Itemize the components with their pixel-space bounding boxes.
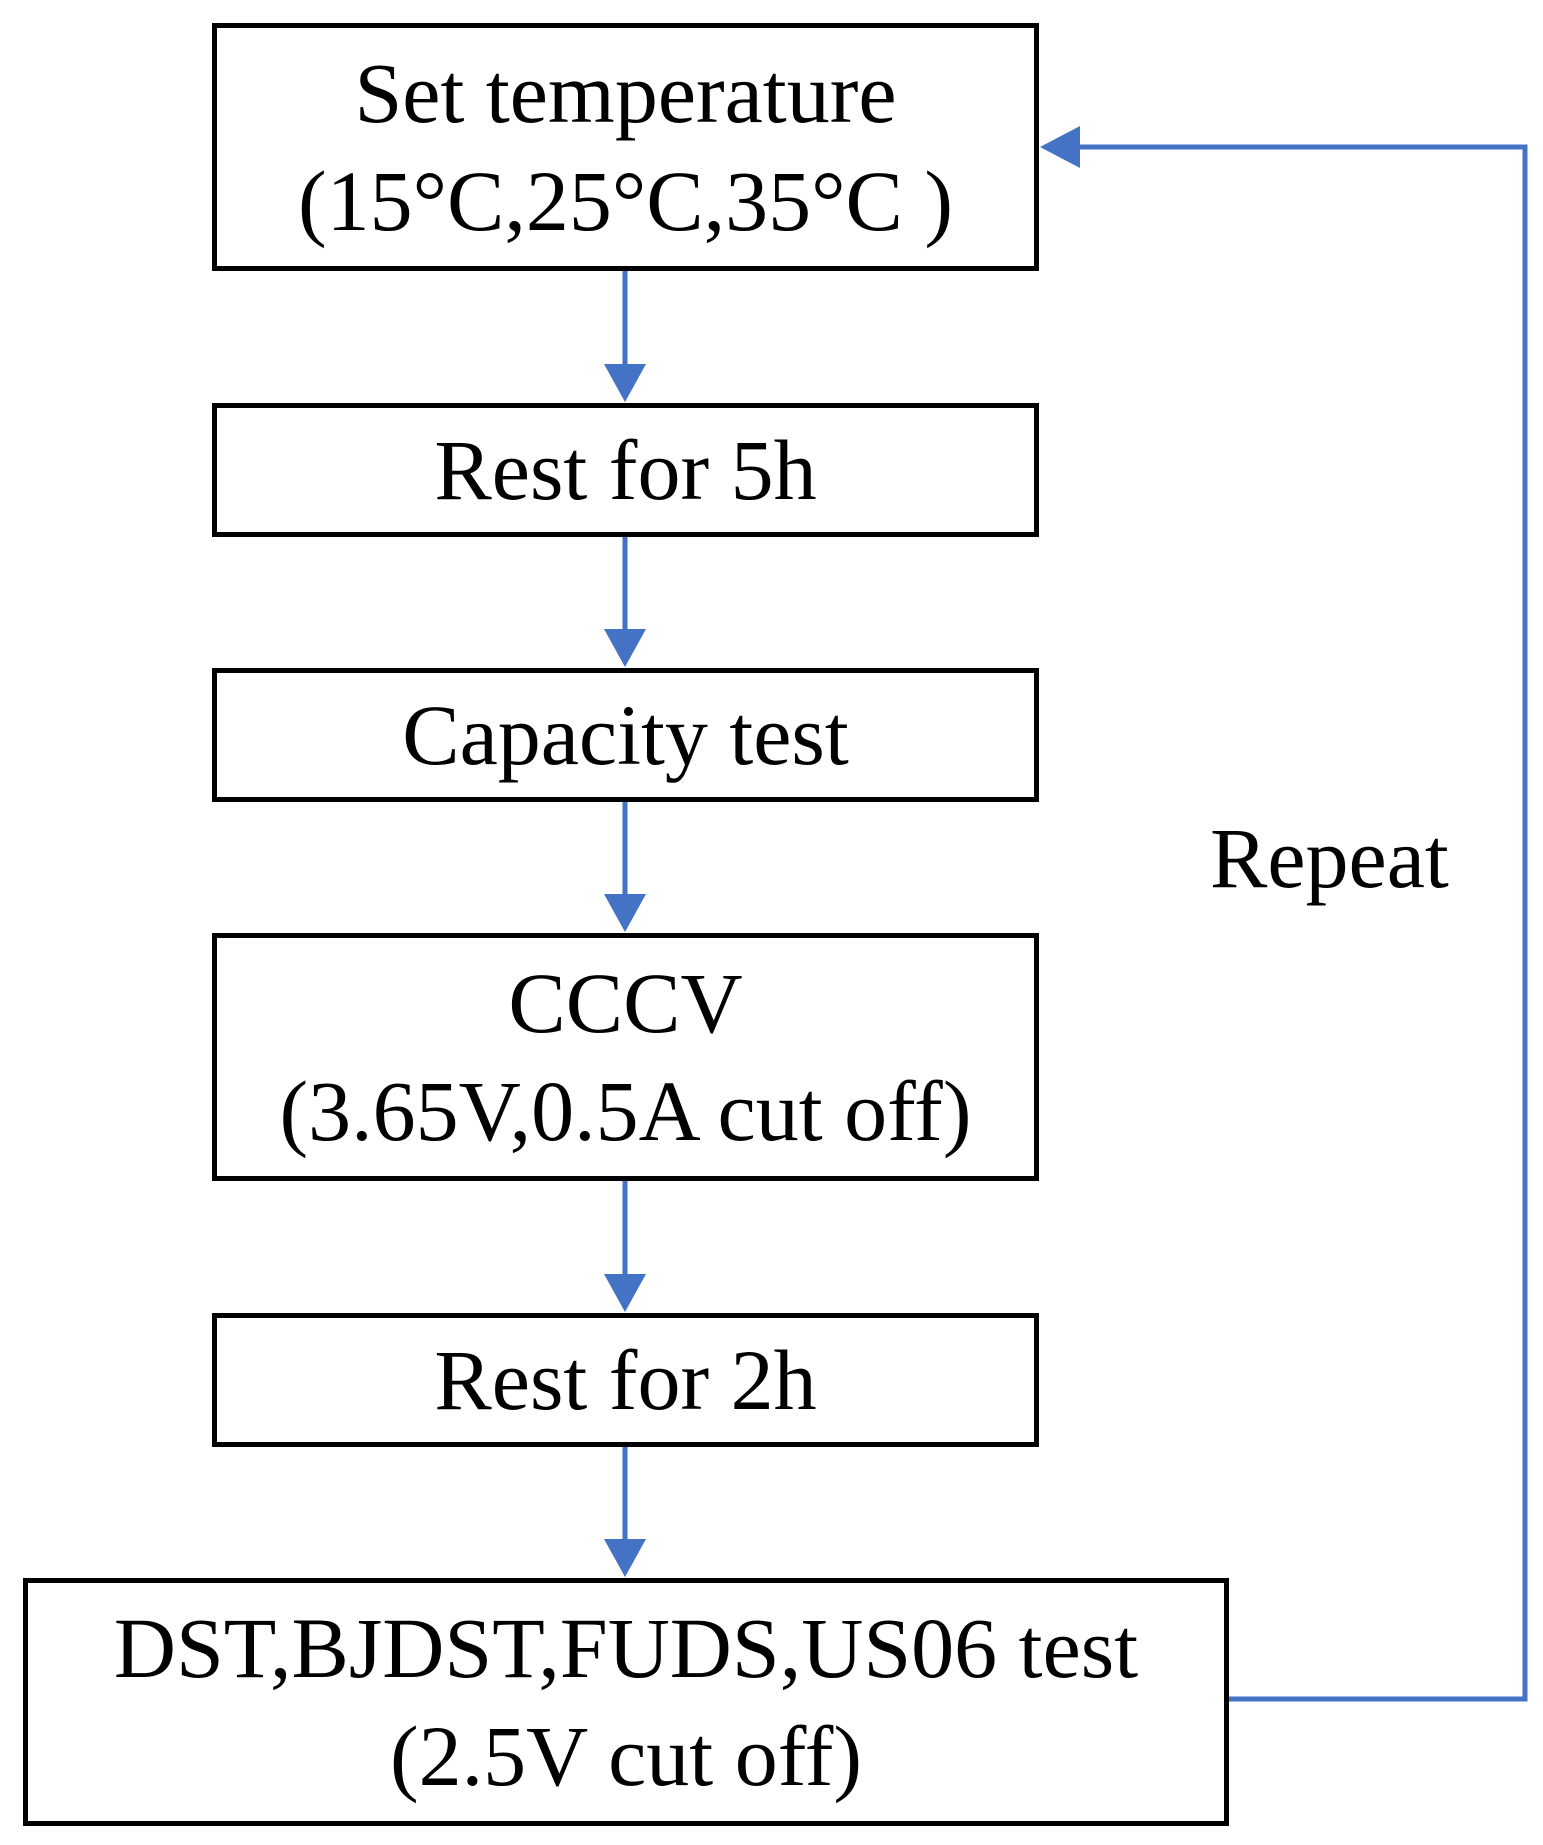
step-title: CCCV [508, 955, 743, 1051]
step-cccv: CCCV (3.65V,0.5A cut off) [212, 933, 1039, 1181]
arrow-set-temperature-to-rest-5h [604, 271, 646, 402]
step-set-temperature: Set temperature (15°C,25°C,35°C ) [212, 23, 1039, 271]
arrow-rest-5h-to-capacity-test [604, 537, 646, 667]
arrow-repeat-loop [1040, 126, 1528, 1702]
repeat-label: Repeat [1210, 810, 1449, 906]
step-drive-cycle-tests: DST,BJDST,FUDS,US06 test (2.5V cut off) [23, 1578, 1229, 1826]
step-title: DST,BJDST,FUDS,US06 test [113, 1600, 1139, 1696]
step-title: Capacity test [402, 687, 849, 783]
arrow-cccv-to-rest-2h [604, 1181, 646, 1312]
step-detail: (15°C,25°C,35°C ) [297, 153, 954, 249]
step-rest-5h: Rest for 5h [212, 403, 1039, 537]
step-capacity-test: Capacity test [212, 668, 1039, 802]
step-title: Set temperature [354, 45, 897, 141]
step-title: Rest for 5h [434, 422, 817, 518]
step-detail: (3.65V,0.5A cut off) [279, 1063, 972, 1159]
arrow-rest-2h-to-drive-cycles [604, 1447, 646, 1577]
arrow-capacity-test-to-cccv [604, 802, 646, 932]
step-title: Rest for 2h [434, 1332, 817, 1428]
step-rest-2h: Rest for 2h [212, 1313, 1039, 1447]
step-detail: (2.5V cut off) [389, 1708, 863, 1804]
